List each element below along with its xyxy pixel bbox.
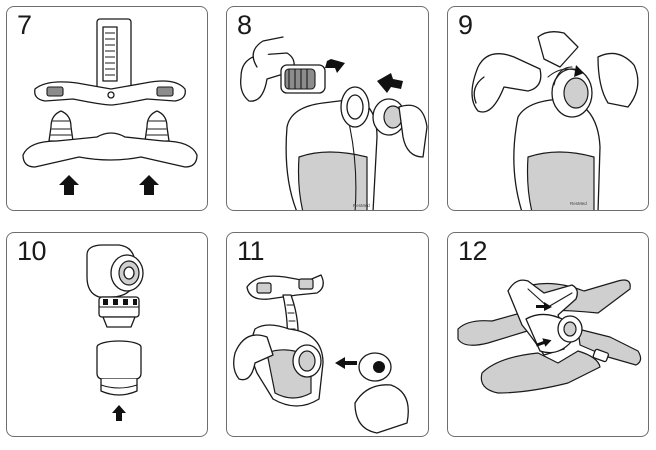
up-arrow-icon [112, 405, 126, 421]
step-panel-8: 8 ResMed [226, 6, 429, 211]
step-8-illustration: ResMed [240, 36, 428, 210]
headgear-clip-left [48, 110, 74, 142]
step-number: 9 [458, 10, 473, 40]
step-panel-9: 9 ResMed [447, 6, 649, 211]
hand-right [354, 384, 409, 434]
step-12-illustration [457, 279, 642, 394]
brand-mark: ResMed [353, 203, 370, 208]
strap-buckle [592, 348, 610, 363]
left-arrow-icon [535, 338, 552, 347]
brand-mark: ResMed [570, 201, 587, 206]
step-panel-11: 11 [226, 232, 429, 437]
headgear-clip-right [144, 110, 170, 142]
right-arrow-icon [536, 302, 552, 311]
left-arrow-icon [335, 357, 357, 369]
step-7-illustration [22, 18, 198, 195]
step-number: 12 [458, 236, 488, 266]
step-number: 11 [237, 236, 265, 266]
hand-left [471, 53, 542, 113]
headgear-strap-right [577, 328, 642, 366]
step-number: 7 [17, 10, 32, 40]
short-tube [96, 346, 142, 380]
left-arrow-icon [377, 73, 403, 93]
hand-left [233, 334, 274, 381]
step-9-illustration: ResMed [471, 31, 639, 210]
step-number: 8 [237, 10, 252, 40]
up-arrow-icon [59, 175, 79, 195]
up-arrow-icon [139, 175, 159, 195]
hand-right [597, 52, 639, 108]
lower-support [22, 132, 198, 168]
step-11-illustration [233, 274, 409, 434]
headgear-strap-bottom [480, 350, 601, 394]
step-panel-10: 10 [6, 232, 208, 437]
right-arrow-icon [325, 59, 345, 73]
step-panel-7: 7 [6, 6, 208, 211]
step-number: 10 [17, 236, 47, 266]
step-panel-12: 12 [447, 232, 649, 437]
step-10-illustration [86, 244, 144, 421]
